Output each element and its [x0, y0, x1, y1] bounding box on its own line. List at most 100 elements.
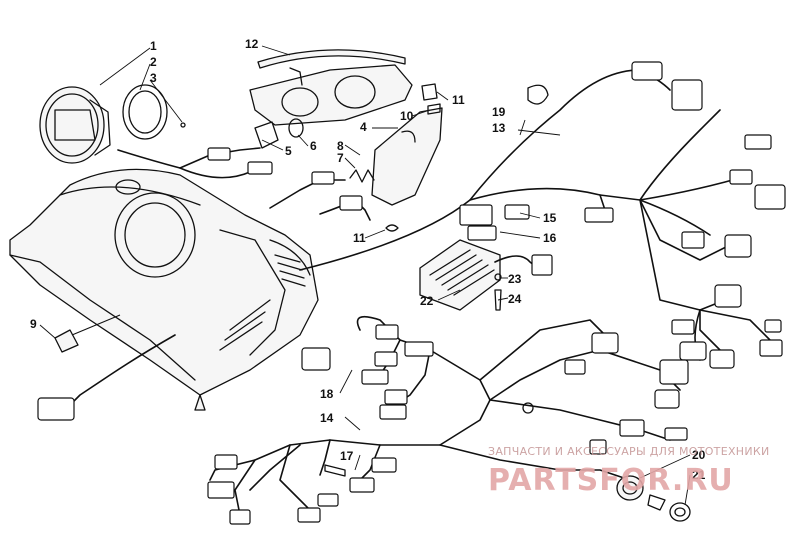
- callout-16: 16: [543, 231, 557, 245]
- gauge-screw: [180, 122, 186, 128]
- connector: [384, 389, 408, 405]
- connector: [589, 439, 607, 455]
- callout-23: 23: [508, 272, 522, 286]
- connector: [361, 369, 389, 385]
- watermark: ЗАПЧАСТИ И АКСЕССУАРЫ ДЛЯ МОТОТЕХНИКИ PA…: [488, 445, 770, 498]
- callout-4: 4: [360, 120, 367, 134]
- connector: [564, 359, 586, 375]
- connector: [681, 231, 705, 249]
- callout-3: 3: [150, 71, 157, 85]
- nut-21: [647, 494, 691, 522]
- callout-18: 18: [320, 387, 334, 401]
- resistor: [349, 169, 375, 183]
- clip-11-top: [421, 83, 438, 101]
- relay-16: [467, 225, 497, 241]
- watermark-logo: PARTSFOR.RU: [488, 463, 734, 498]
- callout-7: 7: [337, 151, 344, 165]
- speedometer-gauge: [39, 86, 111, 164]
- connector: [744, 134, 772, 150]
- callout-19: 19: [492, 105, 506, 119]
- main-wiring-harness: [299, 69, 771, 361]
- callout-8: 8: [337, 139, 344, 153]
- connector: [714, 284, 742, 308]
- fuse-holder: [371, 457, 397, 473]
- bulb-socket: [254, 121, 279, 149]
- connector: [724, 234, 752, 258]
- trim-strip: [257, 49, 406, 69]
- clip-10: [427, 103, 441, 115]
- connector: [229, 509, 251, 525]
- regulator-wire: [494, 255, 541, 271]
- callout-13: 13: [492, 121, 506, 135]
- callout-22: 22: [420, 294, 434, 308]
- callout-1: 1: [150, 39, 157, 53]
- callout-24: 24: [508, 292, 522, 306]
- callout-15: 15: [543, 211, 557, 225]
- connector: [764, 319, 782, 333]
- callout-11-bottom: 11: [353, 231, 366, 245]
- washer-23: [494, 273, 502, 281]
- temp-sensor: [54, 314, 121, 353]
- callout-17: 17: [340, 449, 354, 463]
- gauge-cable: [69, 334, 176, 406]
- ground-terminal: [522, 402, 534, 414]
- connector: [379, 404, 407, 420]
- connector: [679, 341, 707, 361]
- connector: [214, 454, 238, 470]
- connector: [297, 507, 321, 523]
- callout-labels: 1 2 3 12 4 10 11 5 6 8 7 11 19 13 15 16 …: [30, 37, 706, 482]
- connector: [404, 341, 434, 357]
- callout-9: 9: [30, 317, 37, 331]
- clip-11-bottom: [385, 224, 399, 232]
- gauge-plug: [37, 397, 75, 421]
- connector: [584, 207, 614, 223]
- callout-2: 2: [150, 55, 157, 69]
- callout-20: 20: [692, 448, 706, 462]
- switch-20: [616, 475, 644, 501]
- callout-14: 14: [320, 411, 334, 425]
- connector: [374, 351, 398, 367]
- callout-21: 21: [692, 468, 706, 482]
- connector: [375, 324, 399, 340]
- connector: [591, 332, 619, 354]
- headlight-lens: [371, 107, 443, 206]
- connector: [339, 195, 363, 211]
- connector: [754, 184, 786, 210]
- ring-19: [527, 84, 549, 105]
- connector: [311, 171, 335, 185]
- callout-5: 5: [285, 144, 292, 158]
- connector: [619, 419, 645, 437]
- connector: [654, 389, 680, 409]
- connector: [759, 339, 783, 357]
- connector: [317, 493, 339, 507]
- connector: [349, 477, 375, 493]
- callout-12: 12: [245, 37, 259, 51]
- leader-lines: [39, 45, 691, 506]
- callout-10: 10: [400, 109, 414, 123]
- callout-6: 6: [310, 139, 317, 153]
- bulb: [288, 118, 304, 138]
- screw-24: [494, 289, 502, 311]
- fuse-17: [324, 464, 346, 477]
- connector: [671, 319, 695, 335]
- connector: [207, 147, 231, 161]
- gauge-bezel-ring: [122, 84, 168, 140]
- resistor-wire: [269, 179, 346, 209]
- connector: [207, 481, 235, 499]
- connector: [631, 61, 663, 81]
- connector-18: [301, 347, 331, 371]
- dash-fairing: [9, 168, 319, 411]
- gauge-harness-wire: [117, 147, 261, 169]
- watermark-caption: ЗАПЧАСТИ И АКСЕССУАРЫ ДЛЯ МОТОТЕХНИКИ: [488, 445, 770, 458]
- relay-15: [459, 204, 530, 226]
- connector: [671, 79, 703, 111]
- connector: [709, 349, 735, 369]
- connector: [729, 169, 753, 185]
- connector: [247, 161, 273, 175]
- callout-11-top: 11: [452, 93, 465, 107]
- regulator-connector: [531, 254, 553, 276]
- connector: [664, 427, 688, 441]
- headlight-housing: [249, 64, 413, 126]
- connector: [659, 359, 689, 385]
